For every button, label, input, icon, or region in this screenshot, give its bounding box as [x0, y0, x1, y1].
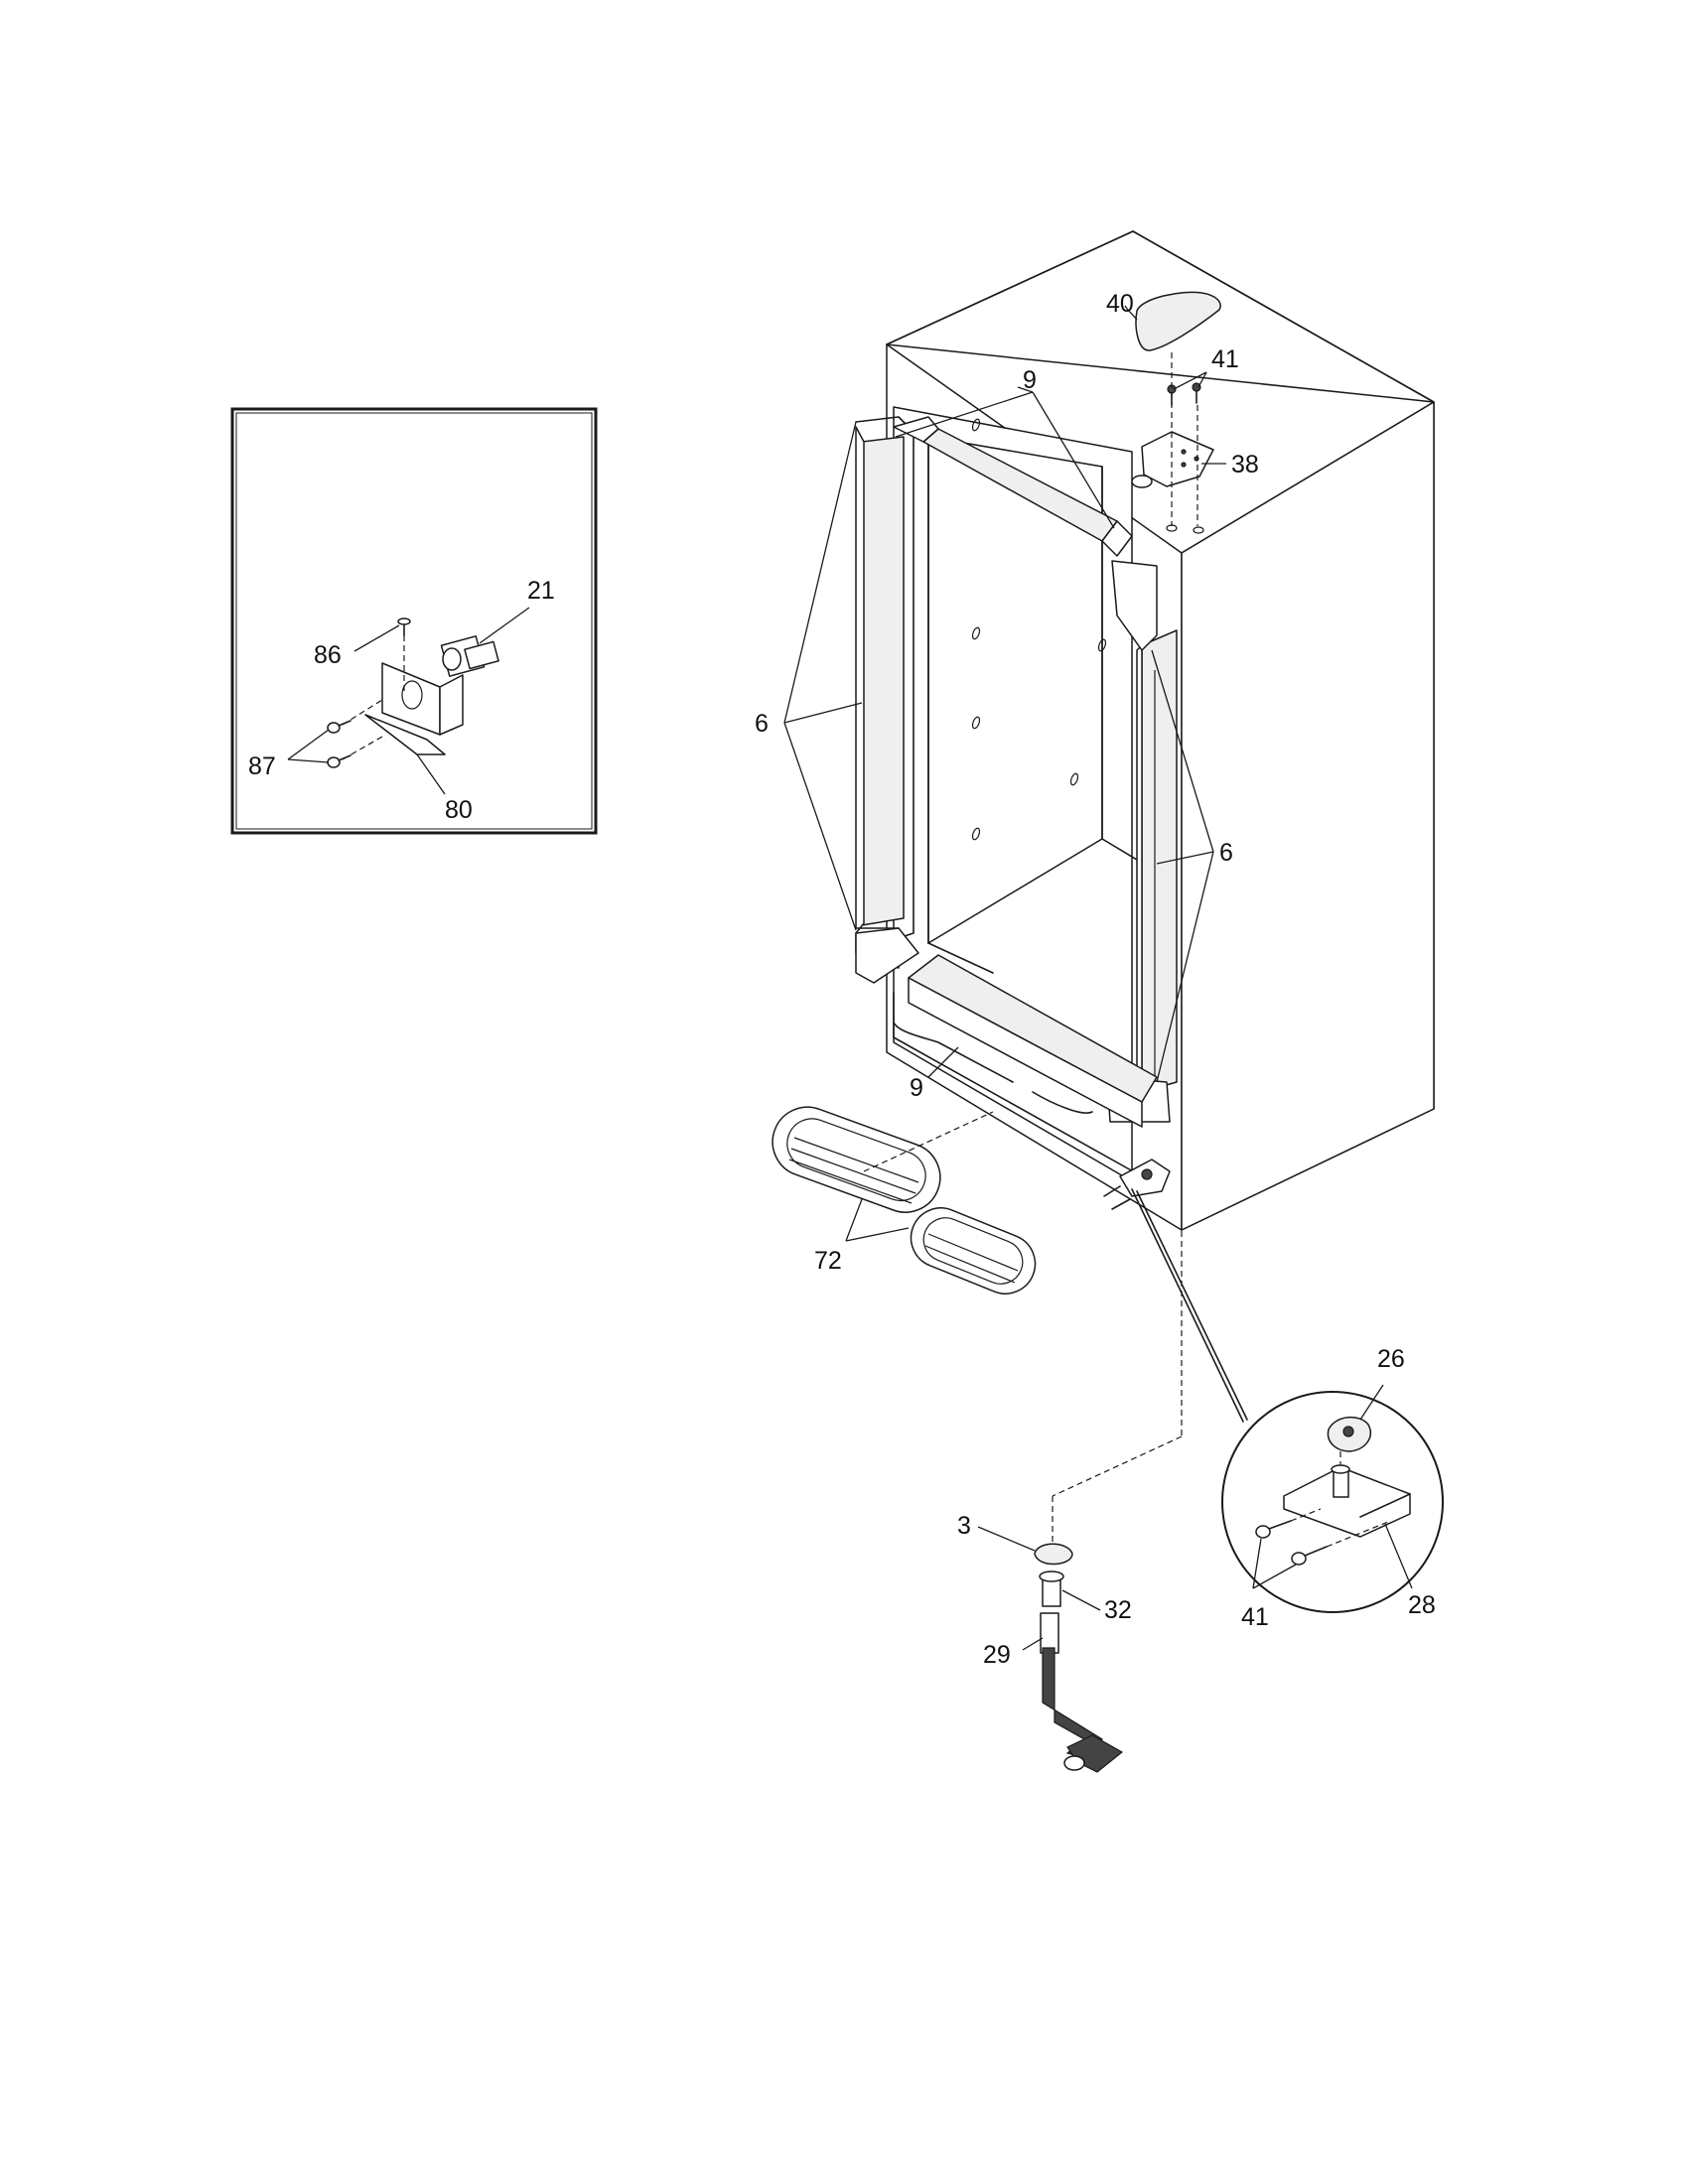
top-hinge-cover — [1135, 291, 1221, 351]
callout-72: 72 — [814, 1247, 842, 1275]
thermostat-inset — [230, 407, 598, 835]
callout-41-top: 41 — [1211, 345, 1239, 373]
grille-left — [772, 1106, 941, 1213]
callout-86: 86 — [314, 641, 342, 669]
leveling-cap — [1034, 1543, 1073, 1566]
bottom-hinge — [1103, 1159, 1171, 1210]
callout-38: 38 — [1231, 451, 1259, 478]
hinge-detail-circle — [1221, 1391, 1444, 1613]
breaker-strip-left — [855, 416, 919, 984]
callout-80: 80 — [445, 796, 473, 824]
grille-right — [910, 1207, 1037, 1295]
detail-connector-line — [1136, 1190, 1248, 1421]
callout-3: 3 — [957, 1512, 971, 1540]
leveling-bushing — [1039, 1570, 1064, 1607]
callout-40: 40 — [1106, 290, 1134, 318]
callout-6-left: 6 — [755, 710, 769, 738]
top-hinge-plate — [1131, 352, 1214, 534]
callout-32: 32 — [1104, 1596, 1132, 1624]
callout-41-detail: 41 — [1241, 1603, 1269, 1631]
bottom-strip — [893, 954, 1158, 1177]
leveling-leg — [1040, 1612, 1124, 1773]
breaker-strip-right — [1106, 560, 1178, 1123]
top-strip — [893, 416, 1133, 557]
callout-9-bottom: 9 — [910, 1074, 923, 1102]
leader-lines — [287, 305, 1413, 1651]
callout-26: 26 — [1377, 1345, 1405, 1373]
top-hinge-screws — [1167, 382, 1201, 406]
callout-28: 28 — [1408, 1591, 1436, 1619]
callout-21: 21 — [527, 577, 555, 605]
callout-29: 29 — [983, 1641, 1011, 1669]
callout-9-top: 9 — [1023, 366, 1037, 394]
callout-87: 87 — [248, 752, 276, 780]
callout-6-right: 6 — [1219, 839, 1233, 867]
